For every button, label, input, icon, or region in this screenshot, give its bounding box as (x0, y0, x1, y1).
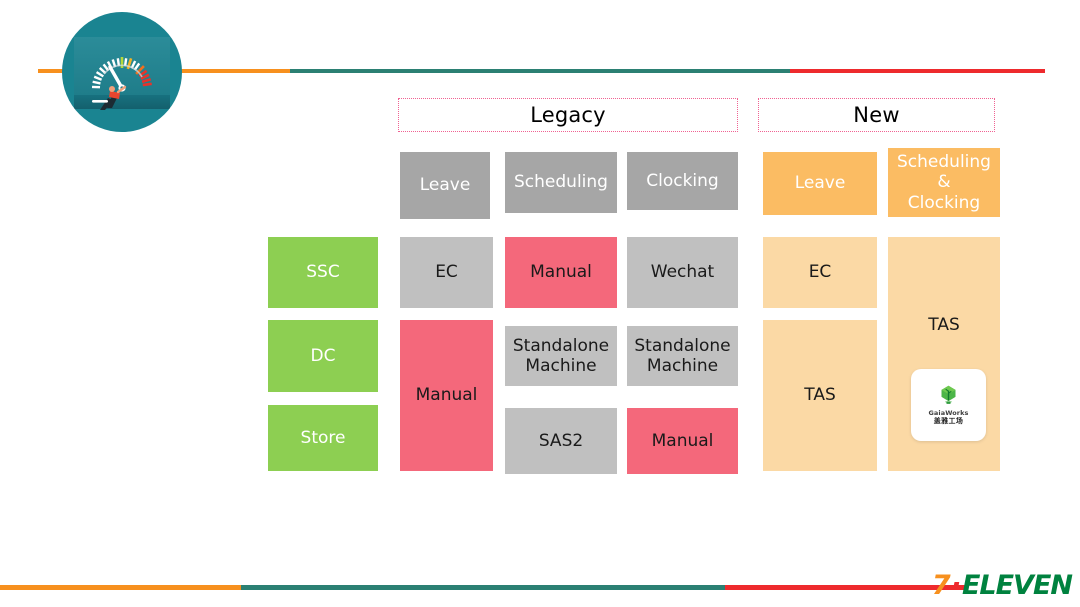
legacy-header-clocking: Clocking (627, 152, 738, 210)
seven-eleven-wordmark: ELEVEN (961, 570, 1073, 601)
section-pill-new: New (758, 98, 995, 132)
vendor-name-chinese: 盖雅工场 (933, 416, 964, 425)
legacy-ssc-scheduling: Manual (505, 237, 617, 308)
gauge-base-bar (74, 95, 170, 109)
new-dc-store-leave-tas: TAS (763, 320, 877, 471)
gauge-icon (91, 57, 152, 110)
vendor-name-latin: GaiaWorks (928, 408, 969, 417)
entity-dc: DC (268, 320, 378, 392)
legacy-dc-clocking: Standalone Machine (627, 326, 738, 386)
legacy-store-scheduling: SAS2 (505, 408, 617, 474)
new-ssc-leave-ec: EC (763, 237, 877, 308)
tree-icon (941, 385, 956, 404)
seven-eleven-numeral: 7 (931, 570, 951, 601)
footer-rule-orange-segment (0, 585, 241, 590)
top-rule-red-segment (790, 69, 1045, 73)
footer-rule-red-segment (725, 585, 965, 590)
vendor-card-gaiaworks: GaiaWorks 盖雅工场 (911, 369, 986, 441)
legacy-header-leave: Leave (400, 152, 490, 219)
speedometer-logo (62, 12, 182, 132)
new-header-scheduling-clocking: Scheduling & Clocking (888, 148, 1000, 217)
entity-ssc: SSC (268, 237, 378, 308)
legacy-ssc-leave: EC (400, 237, 493, 308)
legacy-header-scheduling: Scheduling (505, 152, 617, 213)
legacy-dc-scheduling: Standalone Machine (505, 326, 617, 386)
legacy-store-clocking: Manual (627, 408, 738, 474)
seven-eleven-logo: 7·ELEVEN (931, 570, 1073, 601)
top-rule-teal-segment (290, 69, 790, 73)
seven-eleven-dash: · (951, 570, 961, 601)
legacy-dc-store-leave-manual: Manual (400, 320, 493, 471)
legacy-ssc-clocking: Wechat (627, 237, 738, 308)
entity-store: Store (268, 405, 378, 471)
new-header-leave: Leave (763, 152, 877, 215)
section-pill-legacy: Legacy (398, 98, 738, 132)
footer-rule-teal-segment (241, 585, 725, 590)
